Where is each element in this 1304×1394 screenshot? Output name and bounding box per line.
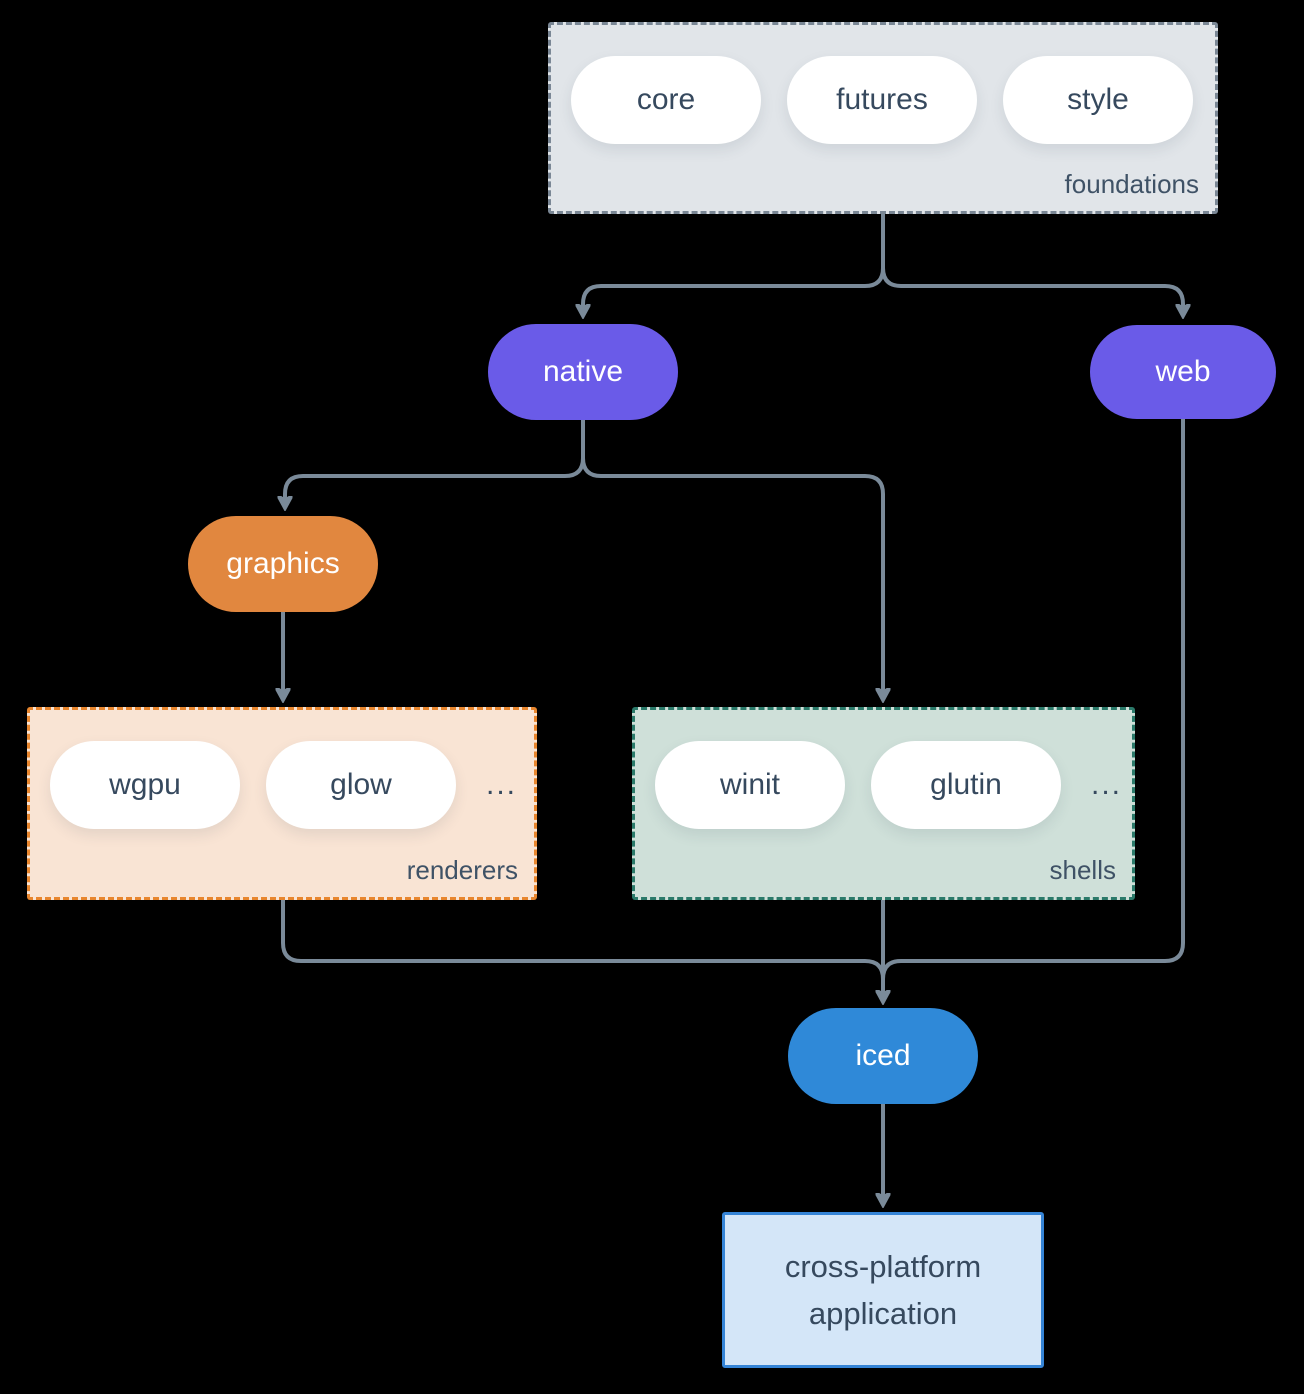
application-line-2: application xyxy=(808,1296,958,1331)
renderers-ellipsis: ... xyxy=(486,768,518,801)
pill-winit: winit xyxy=(655,741,845,829)
edge-foundations-web xyxy=(881,214,1183,316)
node-graphics: graphics xyxy=(188,516,378,612)
edge-foundations-native xyxy=(583,214,885,316)
node-native: native xyxy=(488,324,678,420)
pill-core: core xyxy=(571,56,761,144)
node-web-label: web xyxy=(1155,355,1211,388)
pill-glow-label: glow xyxy=(330,768,392,801)
pill-glutin-label: glutin xyxy=(930,768,1002,801)
group-foundations: core futures style foundations xyxy=(548,22,1218,214)
node-graphics-label: graphics xyxy=(226,547,340,580)
pill-style-label: style xyxy=(1067,83,1129,116)
shells-group-label: shells xyxy=(1049,855,1116,885)
edge-renderers-merge xyxy=(281,900,885,980)
edge-native-graphics xyxy=(285,420,585,508)
foundations-group-label: foundations xyxy=(1064,169,1199,199)
renderers-pill-row: wgpu glow ... xyxy=(50,741,517,829)
node-native-label: native xyxy=(542,355,624,388)
shells-pill-row: winit glutin ... xyxy=(655,741,1122,829)
node-web: web xyxy=(1090,325,1276,419)
group-renderers: wgpu glow ... renderers xyxy=(27,707,537,900)
edge-web-merge xyxy=(881,419,1185,980)
pill-style: style xyxy=(1003,56,1193,144)
group-shells: winit glutin ... shells xyxy=(632,707,1135,900)
application-line-1: cross-platform xyxy=(784,1249,982,1284)
edge-native-shells xyxy=(581,420,883,700)
pill-core-label: core xyxy=(636,83,696,116)
pill-futures-label: futures xyxy=(836,83,928,116)
pill-futures: futures xyxy=(787,56,977,144)
foundations-pill-row: core futures style xyxy=(571,56,1193,144)
node-iced: iced xyxy=(788,1008,978,1104)
pill-winit-label: winit xyxy=(719,768,780,801)
renderers-group-label: renderers xyxy=(406,855,518,885)
pill-glutin: glutin xyxy=(871,741,1061,829)
pill-wgpu-label: wgpu xyxy=(109,768,181,801)
pill-wgpu: wgpu xyxy=(50,741,240,829)
shells-ellipsis: ... xyxy=(1091,768,1123,801)
application-box: cross-platform application xyxy=(722,1212,1044,1368)
pill-glow: glow xyxy=(266,741,456,829)
node-iced-label: iced xyxy=(855,1039,911,1072)
